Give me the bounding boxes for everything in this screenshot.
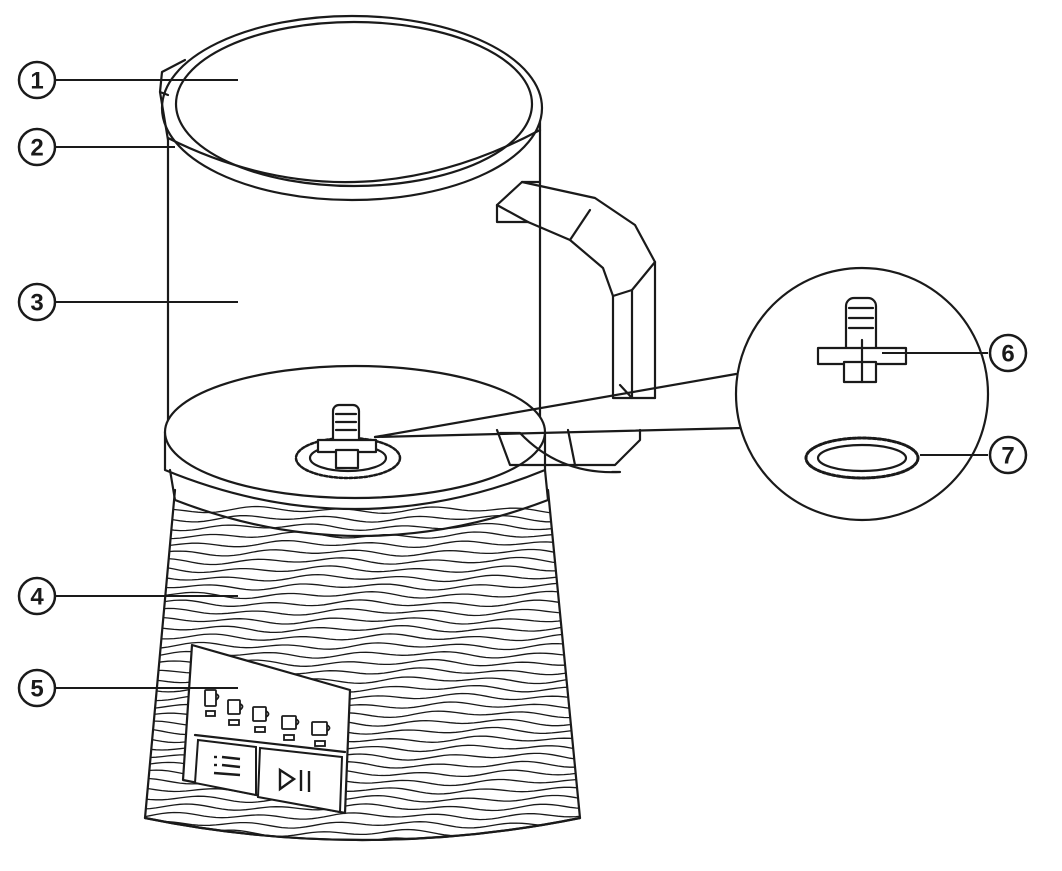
callouts: 1 2 3 4 5 6 7 [17, 60, 1028, 708]
base-wave-line [145, 539, 580, 549]
base-wave-line [145, 514, 580, 523]
base-wave-line [145, 556, 580, 566]
callout-3-number: 3 [30, 290, 43, 317]
base-wave-line [145, 573, 580, 583]
whisk-spring [804, 436, 920, 480]
cup-icon [311, 721, 331, 747]
magnifier-callout [373, 266, 990, 522]
base-wave-line [145, 582, 580, 591]
cup-icon [227, 699, 244, 726]
base-wave-line [145, 803, 580, 812]
base-wave-line [145, 590, 580, 600]
base-wave-line [145, 820, 580, 829]
callout-2: 2 [17, 127, 57, 167]
base-wave-line [145, 794, 580, 804]
jug-body [166, 118, 542, 442]
callout-2-number: 2 [30, 135, 43, 162]
jug-handle [495, 180, 657, 400]
base-wave-line [145, 548, 580, 557]
callout-5-number: 5 [30, 676, 43, 703]
whisk-on-base [294, 403, 402, 480]
base-wave-line [145, 641, 580, 651]
lid [160, 14, 544, 202]
cup-icon [281, 715, 300, 741]
callout-6-number: 6 [1001, 341, 1014, 368]
play-pause-icon [278, 767, 311, 792]
play-pause-button[interactable] [256, 746, 344, 814]
base-wave-line [145, 565, 580, 574]
base-wave-line [145, 607, 580, 617]
base-wave-line [145, 786, 580, 795]
leader-lines [55, 79, 988, 689]
spout [158, 58, 187, 142]
callout-4-number: 4 [30, 584, 44, 611]
callout-1-number: 1 [30, 68, 43, 95]
handle-bottom [495, 428, 642, 467]
whisk-head [816, 296, 908, 384]
callout-7: 7 [988, 435, 1028, 475]
callout-5: 5 [17, 668, 57, 708]
base-wave-line [145, 522, 580, 532]
callout-3: 3 [17, 282, 57, 322]
callout-6: 6 [988, 333, 1028, 373]
panel-buttons [193, 738, 344, 814]
base-wave-line [145, 633, 580, 642]
callout-7-number: 7 [1001, 443, 1014, 470]
callout-1: 1 [17, 60, 57, 100]
menu-button[interactable] [193, 738, 257, 797]
cup-icon [252, 706, 270, 733]
base-wave-line [145, 599, 580, 608]
menu-icon [213, 755, 241, 777]
base-wave-line [145, 624, 580, 634]
cup-icon [204, 689, 220, 717]
base-wave-line [120, 847, 600, 854]
base-wave-line [145, 811, 580, 821]
base-wave-line [145, 616, 580, 625]
panel-indicators [204, 689, 331, 747]
callout-4: 4 [17, 576, 57, 616]
base-wave-line [145, 505, 580, 515]
